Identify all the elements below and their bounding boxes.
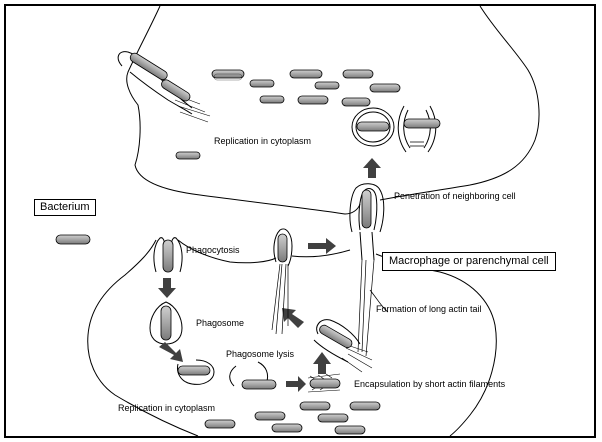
bacterium-rod (404, 119, 440, 128)
bacterium-rod (300, 402, 330, 410)
bacterium-rod (342, 98, 370, 106)
bacterium-rod (160, 78, 192, 103)
phagosome-label: Phagosome (196, 319, 244, 328)
bacterium-rod (298, 96, 328, 104)
replication-top-label: Replication in cytoplasm (214, 137, 311, 146)
bacterium-rod (335, 426, 365, 434)
phagosome-lysis (178, 360, 276, 389)
bacterium-rod (176, 152, 200, 159)
process-arrow (158, 278, 176, 298)
process-arrow (282, 308, 304, 328)
penetration-actin-tail (358, 260, 374, 356)
bacterium-rod (242, 380, 276, 389)
bacterium-rod (260, 96, 284, 103)
process-arrow (159, 342, 183, 362)
penetration-protrusion (350, 184, 384, 260)
process-arrow (363, 158, 381, 178)
bacterium-label-box: Bacterium (34, 199, 96, 216)
encapsulation-label: Encapsulation by short actin filaments (354, 380, 505, 389)
bacterium-rod (178, 366, 210, 375)
bacterium-rod (350, 402, 380, 410)
bacterium-rod (56, 235, 90, 244)
upper-cell-membrane (127, 6, 539, 214)
bacterium-rod (272, 424, 302, 432)
bacterium-rod (163, 240, 173, 272)
formation-label: Formation of long actin tail (376, 305, 482, 314)
bacterium-rod (318, 414, 348, 422)
bacterium-rod (343, 70, 373, 78)
bacterium-rod (318, 324, 354, 350)
process-arrow (313, 352, 331, 374)
phagosome-vacuole (150, 302, 182, 344)
bacterium-rod (255, 412, 285, 420)
bacterium-rod (357, 122, 389, 131)
replication-bottom-label: Replication in cytoplasm (118, 404, 215, 413)
phagocytosis-label: Phagocytosis (186, 246, 240, 255)
bacterium-rod (362, 190, 371, 228)
bacterium-rod (290, 70, 322, 78)
process-arrow (308, 238, 336, 254)
entry-pseudopod (118, 51, 210, 122)
bacterium-rod (315, 82, 339, 89)
penetration-label: Penetration of neighboring cell (394, 192, 516, 201)
phagocytosis-cup (154, 238, 182, 272)
bacterium-rod (250, 80, 274, 87)
macrophage-label-box: Macrophage or parenchymal cell (382, 252, 556, 271)
bacterium-rod (310, 379, 340, 388)
bacterium-rod (370, 84, 400, 92)
phagosome-lysis-label: Phagosome lysis (226, 350, 294, 359)
process-arrow (286, 376, 306, 392)
bacterium-rod (161, 306, 171, 340)
bottom-replication-rods (205, 402, 380, 434)
double-membrane-vacuole (352, 106, 440, 152)
bacterium-rod (129, 51, 169, 81)
encapsulated-bacterium (308, 374, 340, 392)
bacterium-rod (278, 234, 287, 262)
bacterium-rod (205, 420, 235, 428)
